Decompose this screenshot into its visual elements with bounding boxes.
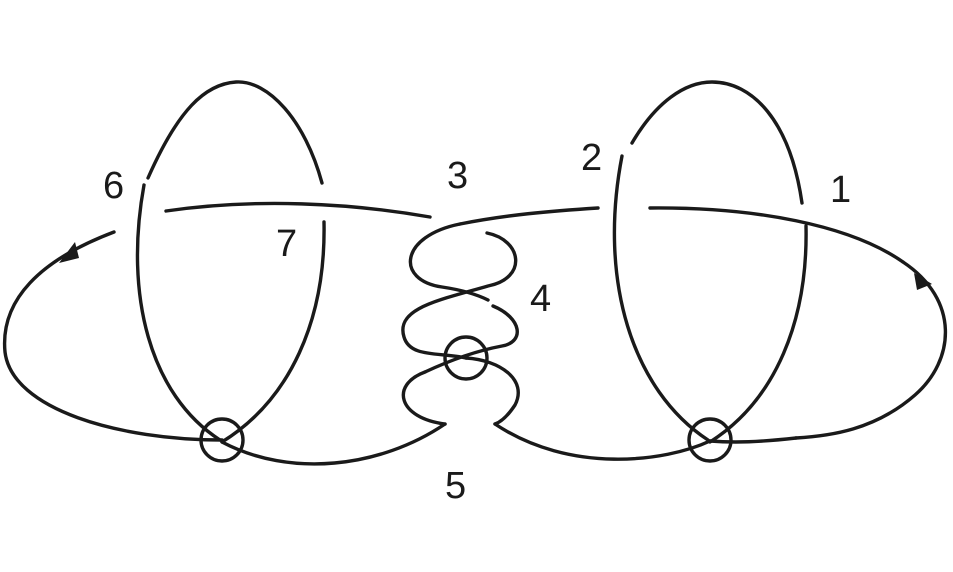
- label-5: 5: [445, 465, 466, 507]
- twist-strand-d: [464, 356, 520, 426]
- virtual-crossing-center: [443, 335, 489, 381]
- left-loop-left-side: [135, 183, 222, 442]
- label-7: 7: [276, 223, 297, 265]
- outer-right-arc: [794, 260, 948, 440]
- right-loop-left-side: [612, 154, 710, 442]
- label-6: 6: [103, 165, 124, 207]
- outer-left-arc: [2, 230, 224, 442]
- arrow-right: [914, 273, 932, 290]
- twist-strand-c: [423, 304, 519, 374]
- outer-right-lower-link: [708, 436, 798, 444]
- label-1: 1: [830, 169, 851, 211]
- virtual-crossing-right: [687, 417, 733, 463]
- left-loop-right-side: [220, 220, 326, 444]
- top-middle-strand: [458, 206, 600, 226]
- arrow-left: [59, 242, 79, 263]
- twist-strand-a: [408, 222, 490, 302]
- virtual-crossing-left: [199, 417, 245, 463]
- left-loop-upper-arc: [146, 80, 324, 185]
- bottom-right-strand: [493, 422, 712, 461]
- bottom-left-strand: [220, 422, 447, 466]
- top-right-strand: [648, 206, 905, 264]
- top-left-strand: [164, 201, 432, 219]
- label-2: 2: [581, 137, 602, 179]
- right-loop-upper-arc: [630, 80, 804, 205]
- twist-strand-b: [401, 231, 518, 360]
- right-loop-right-side: [708, 224, 808, 444]
- twist-strand-e: [401, 370, 447, 426]
- label-4: 4: [530, 278, 551, 320]
- label-3: 3: [447, 155, 468, 197]
